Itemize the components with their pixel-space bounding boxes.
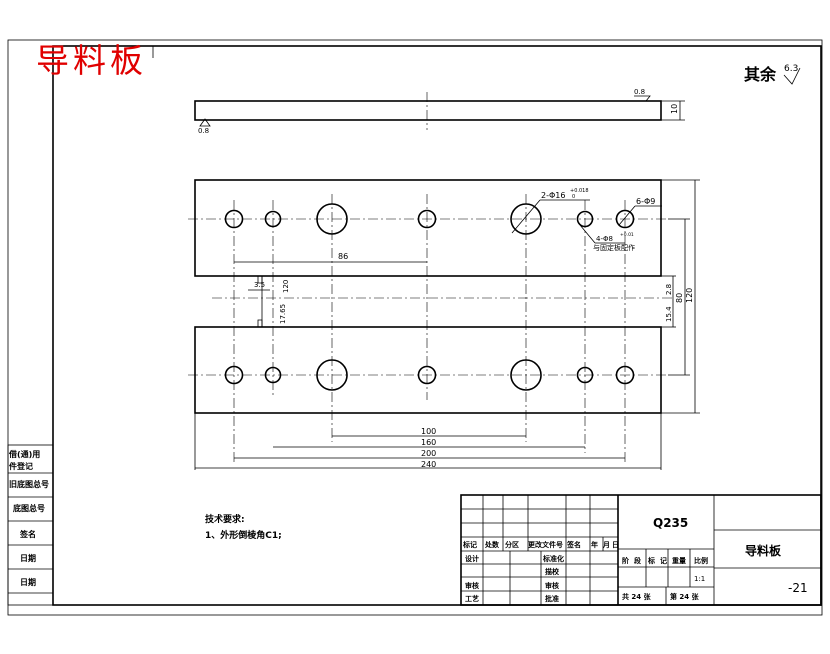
side-label-5: 日期 (20, 553, 36, 563)
stage-header-0: 阶 (622, 556, 630, 565)
dim-15-4: 15.4 (665, 306, 673, 322)
hole-lower-2 (264, 366, 282, 384)
note-hole-pin-note: 与固定板配作 (593, 243, 635, 252)
note-hole-pin-tol: +0.01 (620, 232, 634, 238)
drawing-number: -21 (788, 581, 808, 595)
side-strip: 借(通)用 件登记 旧底图总号 底图总号 签名 日期 日期 (7, 444, 54, 606)
hole-lower-1 (224, 365, 244, 385)
dim-240: 240 (421, 460, 436, 469)
note-hole-pin: 4-Φ8 (596, 235, 613, 243)
role-left-2: 工艺 (465, 594, 479, 603)
dim-17-65: 17.65 (279, 304, 287, 324)
total-sheets: 共 24 张 (622, 592, 652, 601)
tech-item-1: 1、外形倒棱角C1; (205, 529, 282, 541)
hole-lower-4 (417, 365, 437, 385)
role-left-0: 设计 (465, 554, 479, 563)
rev-header-1: 处数 (484, 540, 500, 549)
hole-upper-6 (576, 210, 594, 228)
role-left-1: 审核 (465, 581, 479, 590)
note-hole-big-tol-bot: 0 (572, 194, 575, 200)
part-name: 导料板 (745, 543, 782, 558)
top-view: 10 0.8 0.8 (194, 88, 685, 135)
dim-120-small: 120 (282, 280, 290, 293)
dim-200: 200 (421, 449, 436, 458)
role-mid-2: 审核 (545, 581, 559, 590)
dim-thickness: 10 (670, 104, 679, 114)
dim-2-8: 2.8 (665, 284, 673, 295)
role-mid-1: 描校 (545, 567, 560, 576)
stage-header-3: 记 (660, 556, 667, 565)
red-title: 导料板 (36, 41, 147, 80)
side-label-2: 旧底图总号 (9, 479, 49, 489)
roughness-a-icon (634, 95, 651, 102)
title-block: 标记 处数 分区 更改文件号 签名 年 月 日 设计 审核 工艺 标准化 描校 … (460, 494, 822, 606)
roughness-b-icon (199, 118, 211, 127)
side-label-1: 件登记 (9, 461, 33, 471)
tech-heading: 技术要求: (205, 513, 245, 525)
dim-86: 86 (338, 252, 348, 261)
rev-header-4: 签名 (566, 540, 581, 549)
hole-upper-5 (510, 203, 542, 235)
dim-80: 80 (675, 293, 684, 303)
hole-lower-5 (510, 359, 542, 391)
dim-3-5: 3.5 (254, 281, 265, 289)
hole-lower-7 (615, 365, 635, 385)
hole-upper-4 (417, 209, 437, 229)
stage-header-2: 标 (647, 556, 655, 565)
surface-note: 其余 (744, 65, 777, 84)
note-hole-big: 2-Φ16 (541, 191, 565, 200)
side-label-0: 借(通)用 (8, 449, 40, 459)
hole-lower-6 (576, 366, 594, 384)
hole-upper-3 (316, 203, 348, 235)
note-hole-big-tol-top: +0.018 (570, 188, 589, 194)
stage-header-4: 重量 (672, 556, 686, 565)
dim-120: 120 (685, 288, 694, 303)
rev-header-3: 更改文件号 (528, 540, 563, 549)
side-label-3: 底图总号 (12, 503, 45, 513)
note-hole-small: 6-Φ9 (636, 197, 655, 206)
hole-upper-2 (264, 210, 282, 228)
material: Q235 (653, 516, 688, 530)
roughness-symbol-icon (783, 67, 801, 85)
scale: 1:1 (694, 575, 705, 583)
hole-upper-1 (224, 209, 244, 229)
rev-header-6: 月 (602, 541, 610, 549)
rev-header-7: 日 (612, 541, 619, 549)
hole-lower-3 (316, 359, 348, 391)
front-view: 2-Φ16 +0.018 0 6-Φ9 4-Φ8 +0.01 与固定板配作 86… (188, 179, 700, 470)
role-mid-3: 批准 (545, 594, 559, 603)
roughness-a: 0.8 (634, 88, 645, 96)
surface-value: 6.3 (784, 64, 798, 74)
dim-100: 100 (421, 427, 436, 436)
drawing-frame (52, 45, 822, 606)
rev-header-0: 标记 (462, 540, 477, 549)
stage-header-5: 比例 (694, 556, 708, 565)
sheet-outer-border (7, 39, 823, 616)
dim-160: 160 (421, 438, 436, 447)
roughness-b: 0.8 (198, 127, 209, 135)
rev-header-5: 年 (591, 540, 598, 549)
role-mid-0: 标准化 (542, 554, 564, 563)
sheet-number: 第 24 张 (670, 592, 700, 601)
rev-header-2: 分区 (505, 540, 519, 549)
side-label-6: 日期 (20, 577, 36, 587)
side-label-4: 签名 (19, 529, 36, 539)
stage-header-1: 段 (634, 556, 641, 565)
hole-upper-7 (615, 209, 635, 229)
